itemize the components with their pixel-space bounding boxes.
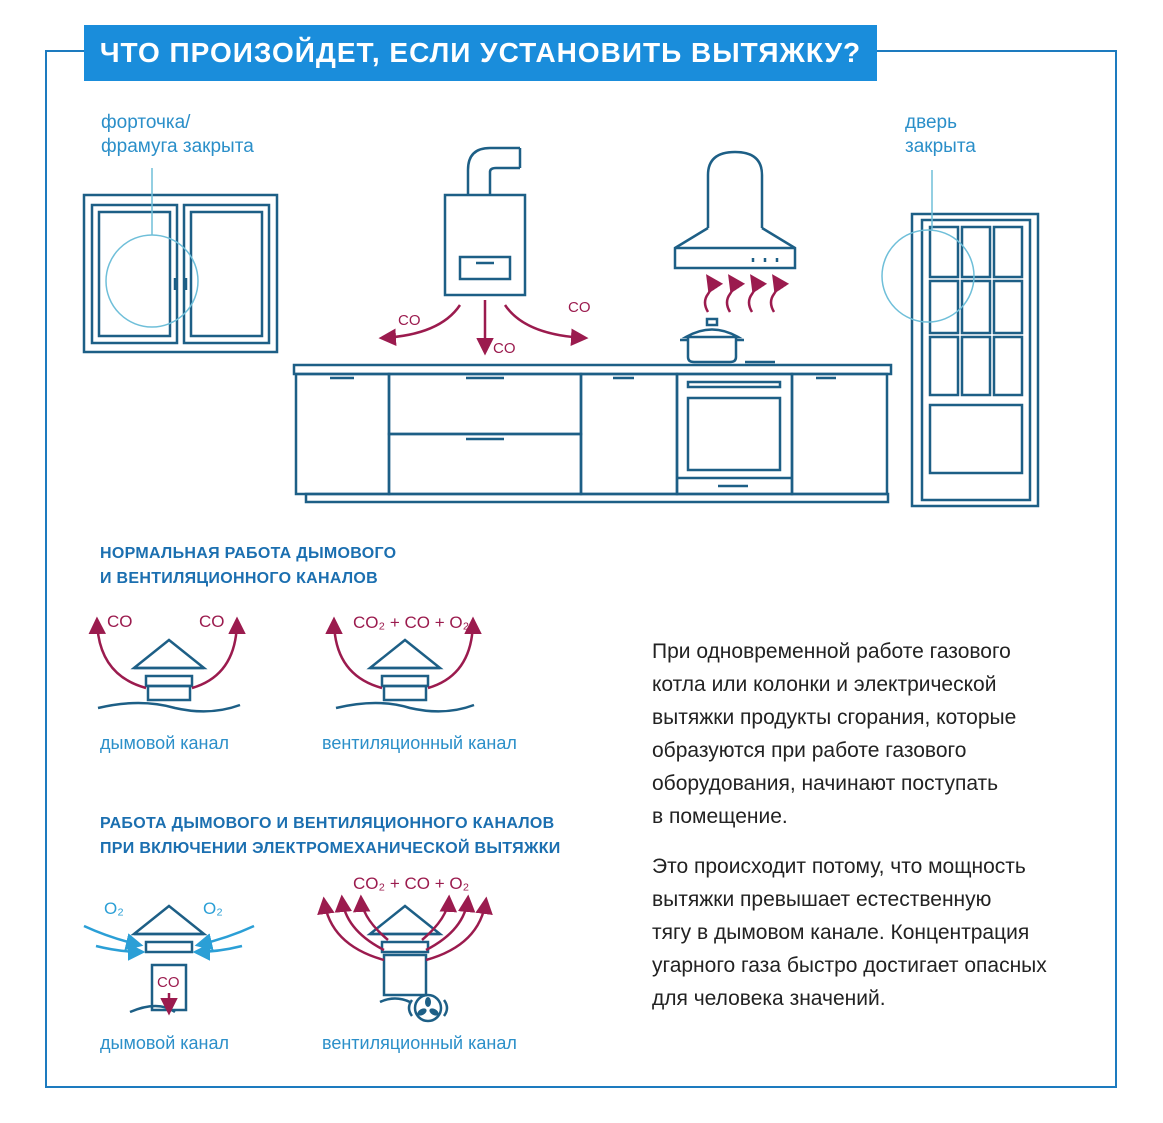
- page-title: ЧТО ПРОИЗОЙДЕТ, ЕСЛИ УСТАНОВИТЬ ВЫТЯЖКУ?: [99, 37, 862, 68]
- pot: [680, 317, 775, 364]
- gas-boiler: [443, 146, 527, 297]
- co-label-right: CO: [568, 299, 591, 316]
- window-label-line2: фрамуга закрыта: [101, 136, 254, 157]
- paragraph-1-line: образуются при работе газового: [652, 739, 967, 762]
- hood-vent-formula: CO₂ + CO + O₂: [353, 874, 469, 893]
- kitchen-counter: [292, 363, 893, 504]
- normal-vent-caption: вентиляционный канал: [322, 733, 517, 753]
- paragraph-1-line: котла или колонки и электрической: [652, 673, 997, 696]
- co-label-left: CO: [398, 312, 421, 329]
- normal-smoke-caption: дымовой канал: [100, 733, 229, 753]
- normal-heading-line2: И ВЕНТИЛЯЦИОННОГО КАНАЛОВ: [100, 570, 379, 587]
- door-label-line2: закрыта: [905, 136, 976, 157]
- normal-vent-arrows: [325, 616, 482, 690]
- normal-heading-line1: НОРМАЛЬНАЯ РАБОТА ДЫМОВОГО: [100, 545, 397, 562]
- paragraph-1-line: оборудования, начинают поступать: [652, 772, 999, 795]
- chimney-hood-vent: [366, 904, 449, 1023]
- hood-smoke-caption: дымовой канал: [100, 1033, 229, 1053]
- paragraph-2: Это происходит потому, что мощность вытя…: [652, 850, 1092, 1015]
- paragraph-1-line: При одновременной работе газового: [652, 640, 1011, 663]
- door-label-line1: дверь: [905, 112, 957, 133]
- paragraph-1-line: в помещение.: [652, 805, 788, 828]
- chimney-normal-smoke: [97, 638, 241, 713]
- chimney-hood-smoke: [129, 904, 208, 1014]
- co-label-center: CO: [493, 340, 516, 357]
- paragraph-2-line: вытяжки превышает естественную: [652, 888, 992, 911]
- title-banner: ЧТО ПРОИЗОЙДЕТ, ЕСЛИ УСТАНОВИТЬ ВЫТЯЖКУ?: [84, 25, 877, 81]
- hood-vent-arrows: [317, 894, 493, 962]
- paragraph-1-line: вытяжки продукты сгорания, которые: [652, 706, 1017, 729]
- door-highlight-circle: [881, 229, 975, 323]
- hood-heading: РАБОТА ДЫМОВОГО И ВЕНТИЛЯЦИОННОГО КАНАЛО…: [100, 811, 561, 861]
- paragraph-2-line: для человека значений.: [652, 987, 886, 1010]
- hood-smoke-air-arrows: [83, 924, 255, 961]
- paragraph-2-line: угарного газа быстро достигает опасных: [652, 954, 1047, 977]
- window-label-line1: форточка/: [101, 112, 191, 133]
- normal-heading: НОРМАЛЬНАЯ РАБОТА ДЫМОВОГО И ВЕНТИЛЯЦИОН…: [100, 541, 396, 591]
- door: [910, 212, 1040, 508]
- heat-waves: [703, 274, 790, 313]
- paragraph-2-line: тягу в дымовом канале. Концентрация: [652, 921, 1030, 944]
- hood-heading-line1: РАБОТА ДЫМОВОГО И ВЕНТИЛЯЦИОННОГО КАНАЛО…: [100, 815, 555, 832]
- range-hood: [673, 150, 797, 270]
- door-label: дверь закрыта: [905, 111, 976, 159]
- hood-smoke-gas-right: O₂: [203, 899, 223, 918]
- hood-smoke-gas-left: O₂: [104, 899, 124, 918]
- normal-smoke-gas-left: CO: [107, 612, 133, 631]
- window: [82, 193, 279, 354]
- hood-heading-line2: ПРИ ВКЛЮЧЕНИИ ЭЛЕКТРОМЕХАНИЧЕСКОЙ ВЫТЯЖК…: [100, 840, 561, 857]
- paragraph-1: При одновременной работе газового котла …: [652, 635, 1092, 833]
- chimney-normal-vent: [335, 638, 475, 713]
- paragraph-2-line: Это происходит потому, что мощность: [652, 855, 1026, 878]
- normal-smoke-arrows: [88, 616, 246, 690]
- normal-vent-formula: CO₂ + CO + O₂: [353, 613, 469, 632]
- normal-smoke-gas-right: CO: [199, 612, 225, 631]
- boiler-co-arrows: [378, 300, 589, 356]
- window-label: форточка/ фрамуга закрыта: [101, 111, 254, 159]
- fan-icon: [417, 997, 439, 1016]
- hood-vent-caption: вентиляционный канал: [322, 1033, 517, 1053]
- hood-smoke-gas-down: CO: [157, 974, 180, 991]
